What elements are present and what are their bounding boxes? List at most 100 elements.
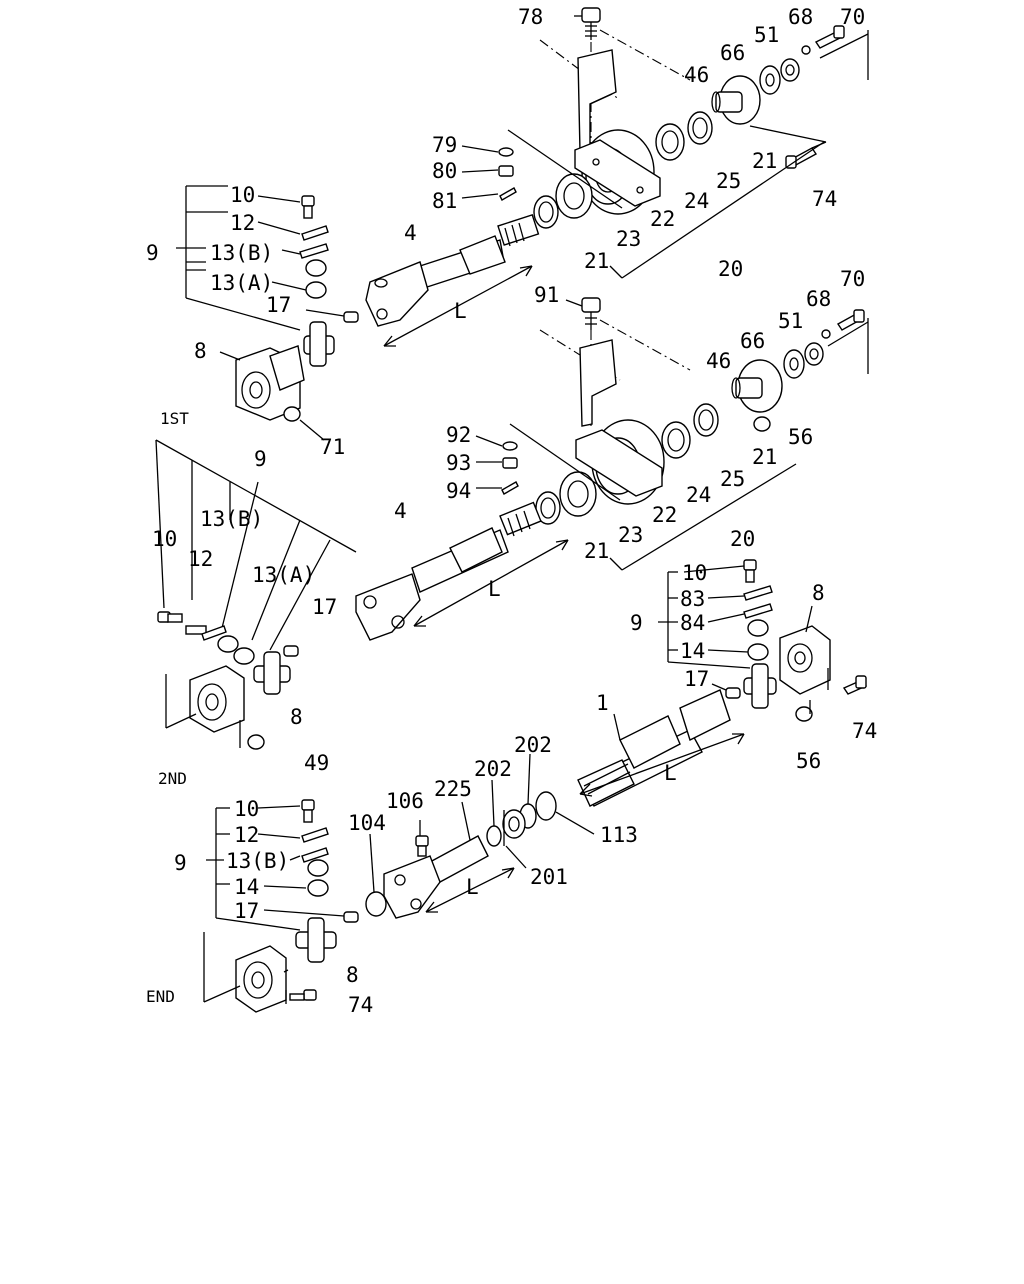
callout-label: 46 xyxy=(684,63,709,87)
callout-label: 22 xyxy=(650,207,675,231)
section-label: 1ST xyxy=(160,409,189,428)
bushing-201 xyxy=(502,809,526,839)
washer-202-b xyxy=(486,825,502,847)
lock-plate-12-a xyxy=(301,225,329,241)
lock-plate-12-b xyxy=(185,625,207,635)
flange-46-b xyxy=(731,359,783,413)
washer-68 xyxy=(801,45,811,55)
lock-washer-66-b xyxy=(783,349,805,379)
callout-label: 74 xyxy=(852,719,877,743)
callout-label: 46 xyxy=(706,349,731,373)
washer-92 xyxy=(502,441,518,451)
cup-13a-b xyxy=(233,647,255,665)
yoke-flange-8-b xyxy=(189,665,245,733)
callout-label: 13(B) xyxy=(210,241,273,265)
bolt-10-b xyxy=(157,611,183,623)
callout-label: 83 xyxy=(680,587,705,611)
callout-label: 68 xyxy=(788,5,813,29)
propeller-shaft-4 xyxy=(365,213,540,327)
bearing-23-b xyxy=(559,471,597,517)
callout-label: 113 xyxy=(600,823,638,847)
callout-label: 10 xyxy=(682,561,707,585)
callout-label: 23 xyxy=(618,523,643,547)
callout-label: 22 xyxy=(652,503,677,527)
bolt-10-a xyxy=(301,195,315,219)
ring-113 xyxy=(535,791,557,821)
grease-nipple-17-b xyxy=(283,645,299,657)
bearing-cap-84 xyxy=(743,603,773,619)
assembly-1st-upper xyxy=(365,7,869,347)
callout-label: 91 xyxy=(534,283,559,307)
callout-label: 68 xyxy=(806,287,831,311)
pin-81 xyxy=(499,187,517,201)
cup-13a-a xyxy=(305,281,327,299)
callout-label: 17 xyxy=(266,293,291,317)
callout-label: 79 xyxy=(432,133,457,157)
bolt-70 xyxy=(814,25,845,49)
plate-83 xyxy=(743,585,773,601)
callout-label: 8 xyxy=(346,963,359,987)
callout-label: 71 xyxy=(320,435,345,459)
callout-label: 13(A) xyxy=(252,563,315,587)
callout-label: 74 xyxy=(812,187,837,211)
callout-label: 12 xyxy=(234,823,259,847)
callout-label: 92 xyxy=(446,423,471,447)
callout-label: 81 xyxy=(432,189,457,213)
callout-label: 13(B) xyxy=(200,507,263,531)
cup-13-a xyxy=(305,259,327,277)
bolt-10-c xyxy=(743,559,757,583)
callout-label: 21 xyxy=(752,445,777,469)
callout-label: 80 xyxy=(432,159,457,183)
callout-label: 25 xyxy=(716,169,741,193)
callout-label: 70 xyxy=(840,267,865,291)
callout-label: 1 xyxy=(596,691,609,715)
callout-label: 21 xyxy=(584,249,609,273)
center-bearing-22-b xyxy=(575,419,665,505)
bearing-23 xyxy=(555,173,593,219)
cup-14-a xyxy=(747,619,769,637)
grease-fitting-106 xyxy=(415,835,429,857)
bolt-74-c xyxy=(289,989,317,1001)
universal-joint-group-2nd xyxy=(155,439,357,750)
callout-label: 21 xyxy=(584,539,609,563)
callout-label: 78 xyxy=(518,5,543,29)
cup-13-b xyxy=(217,635,239,653)
callout-leaders xyxy=(219,15,813,973)
callout-label: 17 xyxy=(684,667,709,691)
washer-79 xyxy=(498,147,514,157)
callout-label: 56 xyxy=(788,425,813,449)
callout-label: 20 xyxy=(718,257,743,281)
universal-joint-group-right xyxy=(658,559,868,722)
callout-label: 9 xyxy=(254,447,267,471)
callout-label: 225 xyxy=(434,777,472,801)
spider-cross-c xyxy=(743,663,777,709)
assembly-2nd xyxy=(365,689,745,919)
universal-joint-group-1st xyxy=(176,185,359,422)
callout-label: 12 xyxy=(230,211,255,235)
nut-51-b xyxy=(804,342,824,366)
oil-seal-25-b xyxy=(693,403,719,437)
grease-nipple-17-c xyxy=(725,687,741,699)
assembly-1st-lower xyxy=(355,297,869,641)
seal-21a xyxy=(533,195,559,229)
callout-label: 49 xyxy=(304,751,329,775)
flange-46 xyxy=(711,75,761,125)
lock-plate-12-c xyxy=(301,827,329,843)
callout-label: 8 xyxy=(290,705,303,729)
bolt-74-b xyxy=(842,675,868,695)
pin-94 xyxy=(501,481,519,495)
bolt-10-d xyxy=(301,799,315,823)
yoke-flange-8-c xyxy=(779,625,831,695)
section-label: 2ND xyxy=(158,769,187,788)
nut-49 xyxy=(247,734,265,750)
callout-label: 74 xyxy=(348,993,373,1017)
bolt-91 xyxy=(581,297,601,330)
bearing-cap-13b-a xyxy=(299,243,329,259)
callout-label: 8 xyxy=(194,339,207,363)
callout-label: 24 xyxy=(684,189,709,213)
callout-label: 21 xyxy=(752,149,777,173)
callout-label: 24 xyxy=(686,483,711,507)
